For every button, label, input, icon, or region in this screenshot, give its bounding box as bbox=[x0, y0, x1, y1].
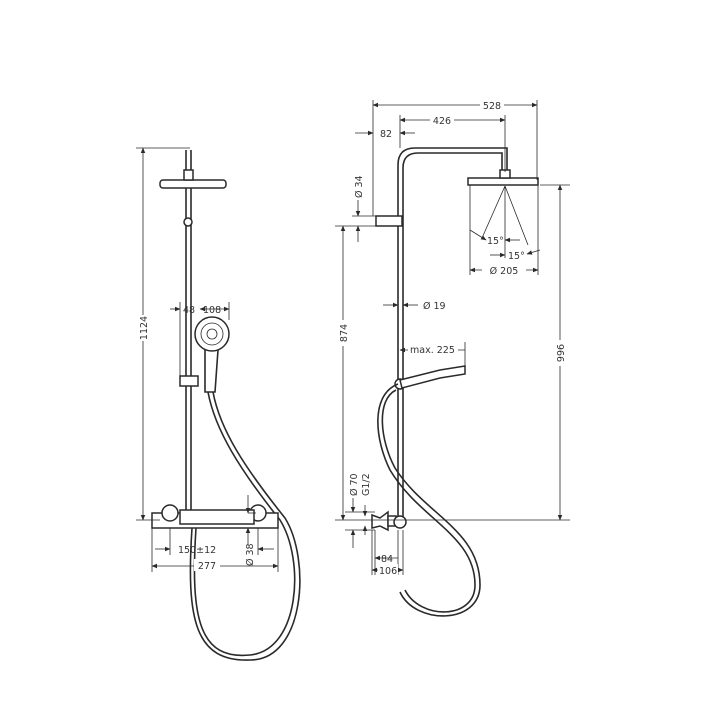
dim-82: 82 bbox=[380, 129, 392, 140]
dim-height-total: 1124 bbox=[139, 316, 150, 340]
slider bbox=[179, 375, 199, 387]
dim-426: 426 bbox=[433, 116, 451, 127]
dim-d34: Ø 34 bbox=[354, 175, 365, 198]
hand-shower bbox=[194, 316, 230, 352]
dim-max-225: max. 225 bbox=[410, 345, 455, 356]
overhead-shower bbox=[467, 177, 539, 186]
dim-874: 874 bbox=[339, 324, 350, 342]
hose bbox=[193, 391, 296, 657]
dim-d70: Ø 70 bbox=[349, 473, 360, 496]
dim-277: 277 bbox=[198, 561, 216, 572]
dim-48: 48 bbox=[183, 305, 195, 316]
overhead-shower bbox=[159, 179, 227, 189]
wall-connector bbox=[371, 510, 389, 532]
dim-84: 84 bbox=[381, 554, 393, 565]
dim-150: 150±12 bbox=[178, 545, 216, 556]
dim-d19: Ø 19 bbox=[423, 301, 446, 312]
dim-996: 996 bbox=[556, 344, 567, 362]
angle-right: 15° bbox=[508, 251, 525, 262]
dim-528: 528 bbox=[483, 101, 501, 112]
dim-106: 106 bbox=[379, 566, 397, 577]
side-view: 528 426 82 Ø 34 874 996 Ø 19 max. 225 15… bbox=[335, 99, 570, 617]
hand-shower bbox=[399, 365, 466, 389]
riser-column bbox=[397, 147, 508, 520]
thread-g12: G1/2 bbox=[361, 473, 372, 496]
front-view: 1124 48 108 150±12 277 Ø 38 bbox=[136, 147, 301, 661]
dim-d205: Ø 205 bbox=[490, 266, 519, 277]
dim-d38: Ø 38 bbox=[245, 543, 256, 566]
dim-108: 108 bbox=[203, 305, 221, 316]
hose bbox=[377, 383, 476, 613]
wall-bracket bbox=[375, 215, 403, 227]
angle-left: 15° bbox=[487, 236, 504, 247]
